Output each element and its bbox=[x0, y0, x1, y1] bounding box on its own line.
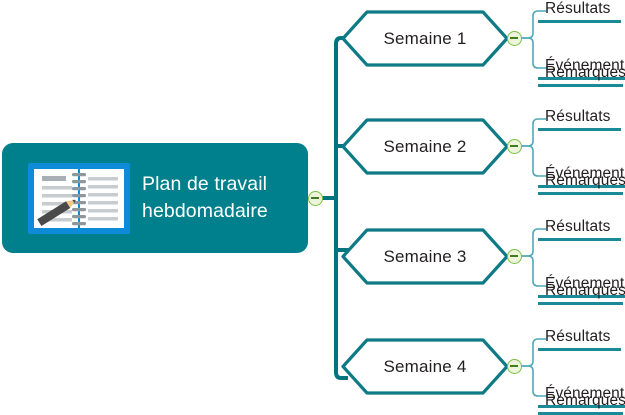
leaf-underline bbox=[538, 77, 625, 80]
leaf-label: Résultats bbox=[545, 328, 611, 345]
leaf-connectors-3 bbox=[521, 228, 546, 287]
leaf-label: Résultats bbox=[545, 218, 611, 235]
leaf-label: Résultats bbox=[545, 108, 611, 125]
branch-node-semaine-3[interactable]: Semaine 3 bbox=[341, 227, 509, 286]
leaf-underline bbox=[538, 20, 621, 23]
branch-node-semaine-1[interactable]: Semaine 1 bbox=[341, 9, 509, 68]
notebook-pencil-icon bbox=[28, 162, 130, 234]
leaf-connectors-1 bbox=[521, 10, 546, 69]
leaf-underline bbox=[538, 192, 623, 195]
collapse-toggle-semaine-1[interactable] bbox=[507, 31, 522, 46]
root-node[interactable]: Plan de travail hebdomadaire bbox=[2, 143, 308, 253]
leaf-connectors-2 bbox=[521, 118, 546, 177]
leaf-label: Remarques bbox=[545, 64, 625, 81]
leaf-underline bbox=[538, 128, 621, 131]
collapse-toggle-semaine-3[interactable] bbox=[507, 249, 522, 264]
leaf-label: Événements bbox=[545, 165, 625, 182]
collapse-toggle-root[interactable] bbox=[308, 191, 323, 206]
leaf-underline bbox=[538, 84, 623, 87]
trunk-line bbox=[334, 36, 348, 380]
leaf-label: Remarques bbox=[545, 392, 625, 409]
leaf-underline bbox=[538, 238, 621, 241]
root-label: Plan de travail hebdomadaire bbox=[142, 173, 268, 222]
leaf-underline bbox=[538, 348, 621, 351]
collapse-toggle-semaine-2[interactable] bbox=[507, 139, 522, 154]
branch-node-semaine-2[interactable]: Semaine 2 bbox=[341, 117, 509, 176]
leaf-label: Événements bbox=[545, 275, 625, 292]
collapse-toggle-semaine-4[interactable] bbox=[507, 359, 522, 374]
branch-node-semaine-4[interactable]: Semaine 4 bbox=[341, 337, 509, 396]
leaf-connectors-4 bbox=[521, 338, 546, 397]
leaf-label: Remarques bbox=[545, 172, 625, 189]
leaf-label: Remarques bbox=[545, 282, 625, 299]
branch-label: Semaine 2 bbox=[383, 136, 467, 156]
leaf-label: Résultats bbox=[545, 0, 611, 17]
leaf-underline bbox=[538, 405, 625, 408]
branch-label: Semaine 3 bbox=[383, 246, 467, 266]
leaf-label: Événements bbox=[545, 385, 625, 402]
leaf-underline bbox=[538, 185, 625, 188]
leaf-underline bbox=[538, 295, 625, 298]
leaf-label: Événements bbox=[545, 57, 625, 74]
leaf-underline bbox=[538, 302, 623, 305]
branch-label: Semaine 4 bbox=[383, 356, 467, 376]
branch-label: Semaine 1 bbox=[383, 28, 467, 48]
